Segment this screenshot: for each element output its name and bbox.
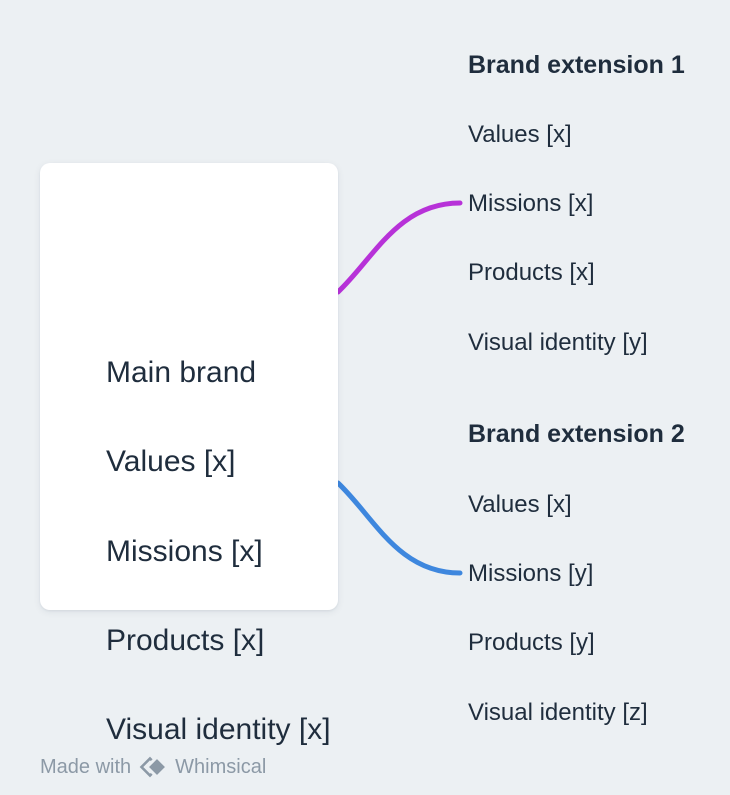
whimsical-watermark-link[interactable]: Made with Whimsical xyxy=(40,753,266,781)
extension-2-item-products[interactable]: Products [y] xyxy=(468,629,595,656)
extension-2-item-visual-identity[interactable]: Visual identity [z] xyxy=(468,699,648,726)
extension-2-item-values[interactable]: Values [x] xyxy=(468,491,572,518)
card-item-products[interactable]: Products [x] xyxy=(106,624,265,657)
extension-1-item-values[interactable]: Values [x] xyxy=(468,121,572,148)
card-item-values[interactable]: Values [x] xyxy=(106,445,236,478)
extension-1-item-missions[interactable]: Missions [x] xyxy=(468,190,594,217)
connector-values-to-missions-x[interactable] xyxy=(335,200,463,295)
extension-1-item-visual-identity[interactable]: Visual identity [y] xyxy=(468,329,648,356)
watermark-brand: Whimsical xyxy=(175,755,267,778)
extension-1-item-products[interactable]: Products [x] xyxy=(468,259,595,286)
card-item-missions[interactable]: Missions [x] xyxy=(106,535,263,568)
extension-2-item-missions[interactable]: Missions [y] xyxy=(468,560,594,587)
watermark-prefix: Made with xyxy=(40,755,132,778)
card-item-main-brand[interactable]: Main brand xyxy=(106,356,257,389)
whimsical-logo-icon xyxy=(139,753,170,781)
card-item-visual-identity[interactable]: Visual identity [x] xyxy=(106,713,331,746)
extension-2-title[interactable]: Brand extension 2 xyxy=(468,420,685,448)
connector-products-to-missions-y[interactable] xyxy=(335,480,463,576)
extension-1-title[interactable]: Brand extension 1 xyxy=(468,51,685,79)
main-brand-card[interactable]: Main brand Values [x] Missions [x] Produ… xyxy=(40,163,338,746)
